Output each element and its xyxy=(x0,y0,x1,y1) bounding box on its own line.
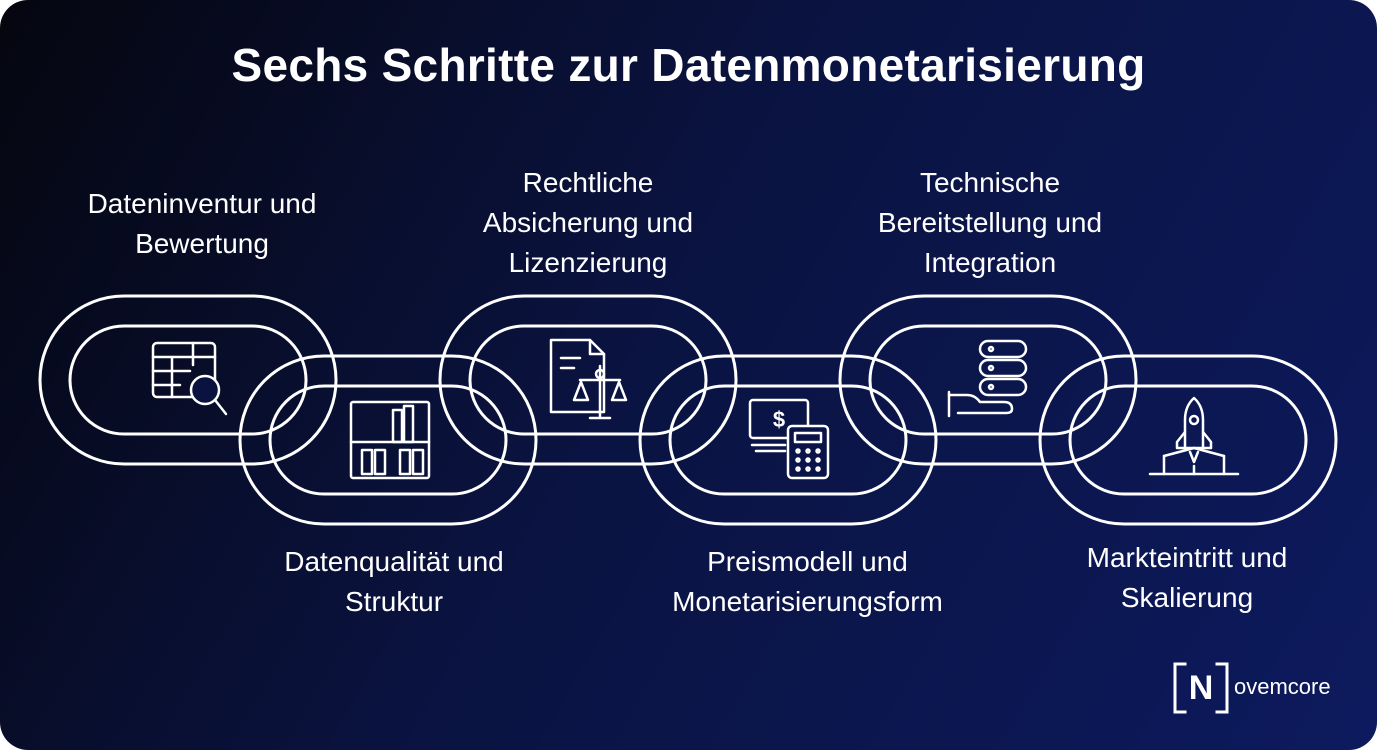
step-6-label: Markteintritt und Skalierung xyxy=(1086,542,1288,613)
server-hand-icon xyxy=(947,339,1028,418)
chain-link-1 xyxy=(38,294,338,466)
chain-link-2 xyxy=(238,354,538,526)
document-scales-icon xyxy=(549,338,628,420)
step-5-label: Technische Bereitstellung und Integratio… xyxy=(877,167,1103,278)
rocket-launch-icon xyxy=(1148,396,1240,476)
step-4-label: Preismodell und Monetarisierungsform xyxy=(672,546,943,617)
step-3-label: Rechtliche Absicherung und Lizenzierung xyxy=(482,167,694,278)
table-search-icon xyxy=(151,341,228,416)
chain-link-4 xyxy=(638,354,938,526)
logo-letter: N xyxy=(1188,668,1214,707)
step-1-label: Dateninventur und Bewertung xyxy=(87,188,317,259)
step-2-label: Datenqualität und Struktur xyxy=(284,546,504,617)
logo-text: ovemcore xyxy=(1234,674,1331,699)
chain-link-6 xyxy=(1038,354,1338,526)
svg-text:$: $ xyxy=(773,407,785,432)
chain-link-3 xyxy=(438,294,738,466)
page-title: Sechs Schritte zur Datenmonetarisierung xyxy=(231,39,1146,91)
money-calculator-icon: $ xyxy=(748,398,830,480)
logo-mark xyxy=(1173,662,1229,714)
bookshelf-icon xyxy=(349,400,431,480)
chain-link-5 xyxy=(838,294,1138,466)
